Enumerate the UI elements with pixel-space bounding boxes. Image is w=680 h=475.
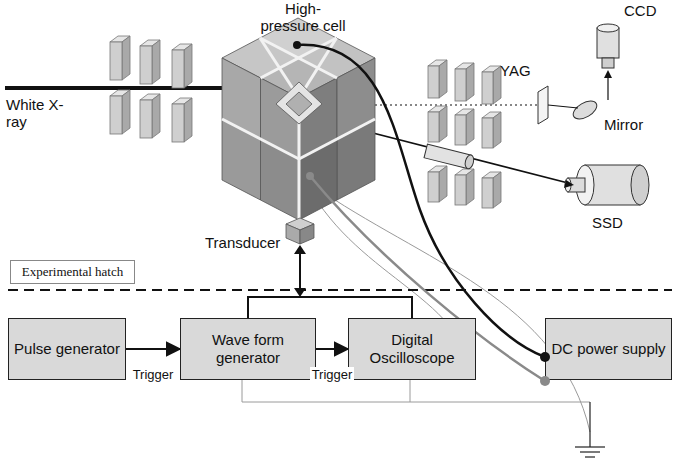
signal-label: Trigger xyxy=(310,367,355,382)
thin-wire xyxy=(308,186,470,380)
slit-block xyxy=(455,109,474,145)
trigger-arrow xyxy=(126,348,180,350)
ground-wire xyxy=(410,402,590,403)
wire-terminal xyxy=(540,352,550,362)
wire-terminal xyxy=(306,172,314,180)
cube-face xyxy=(261,139,300,220)
slit-block xyxy=(172,44,192,88)
high-pressure-cell xyxy=(222,18,375,220)
box-label: Pulse generator xyxy=(14,340,120,358)
slit-block xyxy=(482,172,501,208)
transducer xyxy=(286,218,314,244)
signal-label: Trigger xyxy=(131,367,176,382)
xray-beam xyxy=(5,86,250,90)
arrow-head xyxy=(294,245,306,254)
slit-block xyxy=(455,63,474,101)
cube-face xyxy=(222,119,261,200)
slit-block xyxy=(140,94,160,138)
box-label: Wave form generator xyxy=(186,331,310,367)
slit-block xyxy=(482,66,501,104)
part-label: YAG xyxy=(500,62,540,79)
wire-terminal xyxy=(540,376,550,386)
slit-block xyxy=(140,40,160,84)
ssd-detector xyxy=(565,165,649,205)
instrument-box: Pulse generator xyxy=(8,318,126,380)
optical-arrow xyxy=(604,70,612,78)
cube-face xyxy=(337,119,375,200)
slit-block xyxy=(110,36,130,80)
detector-label: CCD xyxy=(624,2,674,19)
cube-face xyxy=(286,92,312,116)
ground-symbol xyxy=(575,402,605,457)
optical-path xyxy=(548,105,578,108)
thin-wire xyxy=(314,186,590,432)
instrument-box: Digital Oscilloscope xyxy=(348,318,476,380)
hatch-boundary xyxy=(8,289,672,291)
box-label: DC power supply xyxy=(551,340,665,358)
slit-block xyxy=(172,98,192,142)
ccd-camera xyxy=(597,24,619,68)
yag-screen xyxy=(538,86,548,124)
instrument-box: Wave form generator xyxy=(180,318,316,380)
cube-gap xyxy=(299,119,375,159)
slit-block xyxy=(482,112,501,148)
box-label: Digital Oscilloscope xyxy=(354,331,470,367)
trigger-arrow xyxy=(316,348,348,350)
beam-arrow xyxy=(564,180,574,188)
cell-label: High-pressure cell xyxy=(258,0,348,35)
arrow-head xyxy=(294,288,306,297)
part-label: Mirror xyxy=(604,116,664,133)
slit-block xyxy=(428,60,447,98)
beam-label: White X-ray xyxy=(6,96,66,131)
wire-terminal xyxy=(293,41,301,49)
slit-block xyxy=(455,169,474,205)
detector-label: SSD xyxy=(592,214,642,231)
collimator xyxy=(424,144,475,169)
transducer-link xyxy=(299,252,301,290)
bracket-line xyxy=(248,297,412,318)
ground-wire xyxy=(242,380,410,402)
slit-block xyxy=(428,106,447,142)
power-wire xyxy=(297,45,545,357)
slit-block xyxy=(110,90,130,134)
part-label: Transducer xyxy=(205,234,295,251)
area-label-box: Experimental hatch xyxy=(10,260,135,284)
slit-block xyxy=(428,166,447,202)
cube-gap xyxy=(222,119,299,159)
mirror xyxy=(570,97,600,122)
cube-face xyxy=(276,82,322,124)
power-wire xyxy=(310,176,545,381)
cube-face xyxy=(299,139,337,220)
instrument-box: DC power supply xyxy=(545,318,672,380)
area-label: Experimental hatch xyxy=(22,264,123,280)
